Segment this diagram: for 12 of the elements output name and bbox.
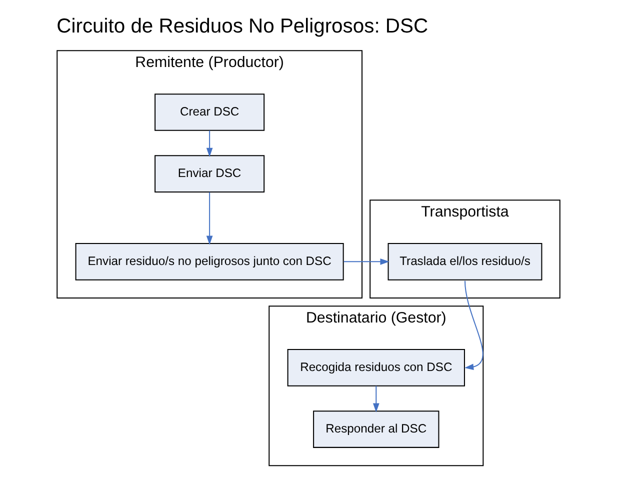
- arrow: [372, 386, 380, 412]
- diagram-title: Circuito de Residuos No Peligrosos: DSC: [56, 16, 428, 38]
- arrow: [206, 192, 213, 245]
- node-box: Responder al DSC: [313, 410, 440, 448]
- arrow: [206, 130, 213, 157]
- node-box: Recogida residuos con DSC: [287, 349, 465, 386]
- node-box: Enviar DSC: [154, 155, 265, 193]
- arrow: [344, 258, 390, 265]
- arrow: [464, 280, 484, 370]
- node-box: Traslada el/los residuo/s: [388, 243, 542, 280]
- node-box: Crear DSC: [154, 94, 265, 131]
- node-box: Enviar residuo/s no peligrosos junto con DSC: [75, 243, 344, 280]
